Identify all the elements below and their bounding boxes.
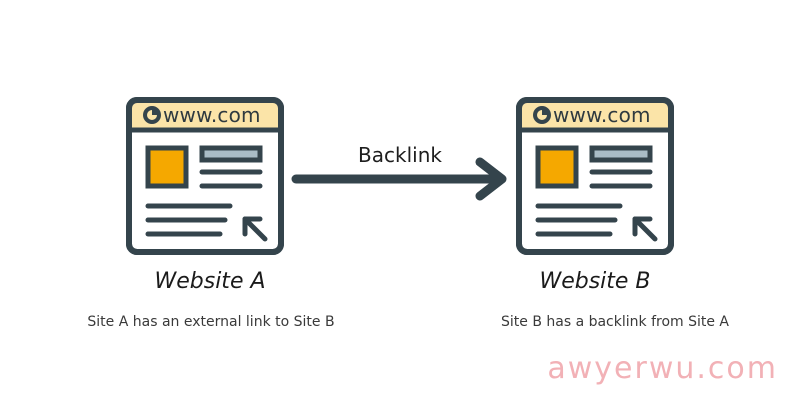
- watermark: awyerwu.com: [547, 351, 778, 386]
- arrow-up-left-icon: [242, 216, 268, 242]
- arrow-up-left-icon: [632, 216, 658, 242]
- site-b-url: www.com: [553, 103, 651, 127]
- arrow-right-icon: [291, 157, 507, 201]
- globe-icon: [143, 106, 161, 124]
- website-a-caption: Site A has an external link to Site B: [87, 314, 335, 330]
- website-a-icon: www.com: [125, 96, 285, 256]
- globe-icon: [533, 106, 551, 124]
- browser-window-icon: [126, 97, 284, 255]
- browser-window-icon: [516, 97, 674, 255]
- website-b-name: Website B: [539, 269, 651, 294]
- website-b-icon: www.com: [515, 96, 675, 256]
- site-a-url: www.com: [163, 103, 261, 127]
- website-b-caption: Site B has a backlink from Site A: [500, 314, 730, 330]
- website-a-name: Website A: [154, 269, 266, 294]
- backlink-label: Backlink: [358, 143, 442, 167]
